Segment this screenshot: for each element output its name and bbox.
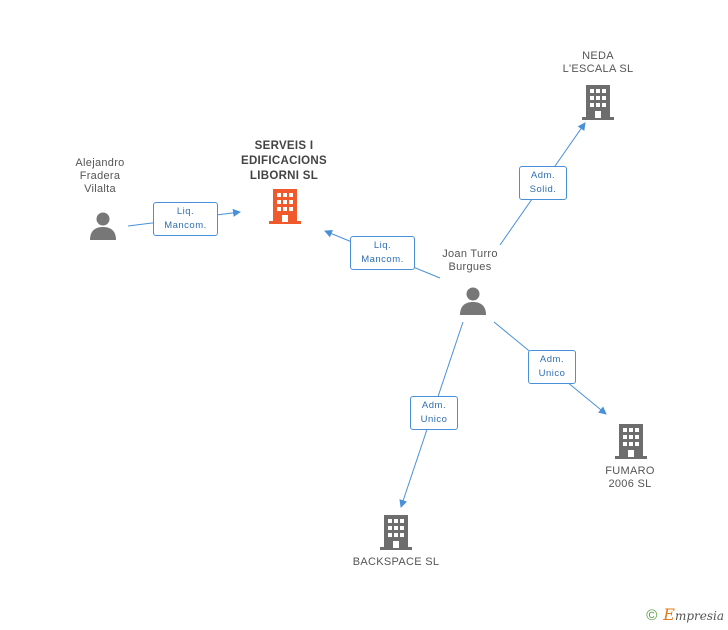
- node-label-neda: NEDA L'ESCALA SL: [562, 50, 634, 75]
- person-icon[interactable]: [88, 211, 118, 241]
- edge-label-alejandro-serveis: Liq. Mancom.: [153, 202, 218, 236]
- node-label-serveis: SERVEIS I EDIFICACIONS LIBORNI SL: [240, 140, 328, 182]
- footer-brand: © Empresia: [646, 605, 724, 624]
- building-icon[interactable]: [615, 424, 647, 460]
- person-icon[interactable]: [458, 286, 488, 316]
- node-label-backspace: BACKSPACE SL: [352, 556, 440, 568]
- building-icon[interactable]: [582, 85, 614, 121]
- building-icon[interactable]: [269, 189, 301, 225]
- copyright-symbol: ©: [646, 607, 658, 624]
- edge-label-joan-serveis: Liq. Mancom.: [350, 236, 415, 270]
- edge-label-joan-backspace: Adm. Unico: [410, 396, 458, 430]
- node-label-fumaro: FUMARO 2006 SL: [605, 465, 655, 490]
- brand-rest: mpresia: [674, 609, 724, 623]
- node-label-alejandro: Alejandro Fradera Vilalta: [75, 157, 125, 195]
- edge-label-joan-neda: Adm. Solid.: [519, 166, 567, 200]
- building-icon[interactable]: [380, 515, 412, 551]
- node-label-joan: Joan Turro Burgues: [442, 248, 498, 273]
- empresia-logo: Empresia: [663, 605, 724, 624]
- brand-initial: E: [663, 605, 675, 624]
- edge-label-joan-fumaro: Adm. Unico: [528, 350, 576, 384]
